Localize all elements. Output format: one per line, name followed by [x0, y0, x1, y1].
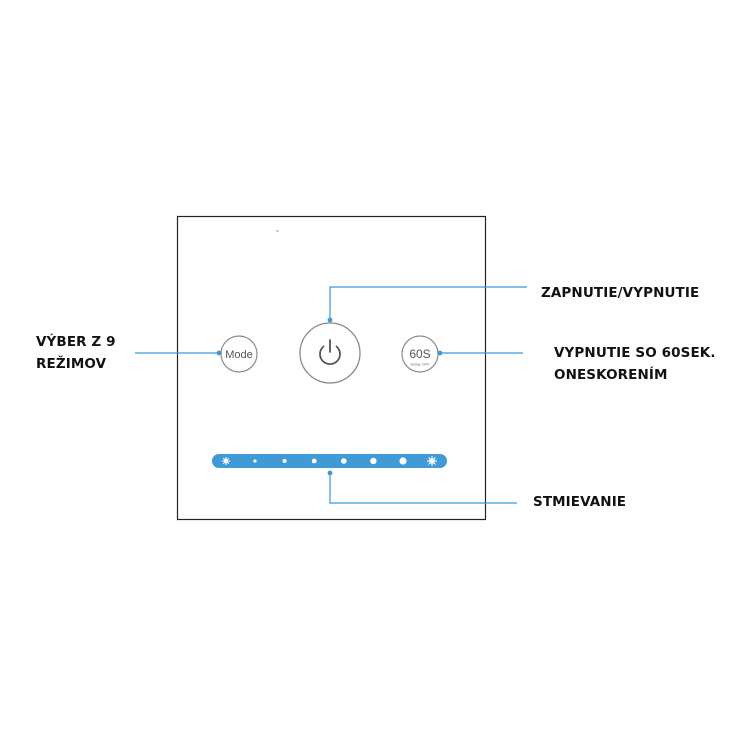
mode-callout-line-2: REŽIMOV [36, 356, 107, 372]
dimmer-step-dot[interactable] [253, 459, 257, 463]
sun-dim-icon [222, 457, 230, 465]
mode-callout-label: VÝBER Z 9 REŽIMOV [36, 331, 116, 375]
mode-button[interactable]: Mode [220, 335, 258, 373]
power-callout-line [329, 286, 527, 320]
delay-callout-line-1: VYPNUTIE SO 60SEK. [554, 345, 716, 361]
dimmer-callout-line-1: STMIEVANIE [533, 494, 627, 510]
dimmer-step-dot[interactable] [311, 458, 317, 464]
dimmer-slider[interactable] [212, 454, 447, 468]
dimmer-step-dot[interactable] [282, 459, 287, 463]
power-callout-label: ZAPNUTIE/VYPNUTIE [541, 282, 699, 304]
power-icon [319, 339, 341, 365]
dimmer-callout-dot [327, 470, 333, 476]
dimmer-step-dot[interactable] [341, 458, 347, 464]
delay-callout-dot [437, 350, 443, 356]
power-callout-dot [327, 317, 333, 323]
dimmer-callout-label: STMIEVANIE [533, 491, 626, 513]
dimmer-callout-line [329, 473, 517, 504]
dimmer-step-dot[interactable] [399, 457, 407, 465]
dimmer-steps [253, 457, 407, 465]
delay-button-main: 60S [409, 347, 430, 361]
sun-bright-icon [427, 456, 437, 466]
mode-callout-dot [216, 350, 222, 356]
dimmer-step-dot[interactable] [370, 457, 377, 465]
delay-callout-line-2: ONESKORENÍM [554, 367, 668, 383]
dimmer-bar[interactable] [212, 454, 447, 468]
callout-lines [135, 286, 527, 504]
mode-callout-line-1: VÝBER Z 9 [36, 334, 116, 350]
power-button[interactable] [299, 322, 361, 384]
delay-button-sub: Delay OFF [410, 362, 430, 367]
delay-off-button[interactable]: 60S Delay OFF [401, 335, 439, 373]
mode-button-text: Mode [225, 349, 253, 361]
power-callout-line-1: ZAPNUTIE/VYPNUTIE [541, 285, 700, 301]
delay-callout-label: VYPNUTIE SO 60SEK. ONESKORENÍM [554, 342, 716, 386]
